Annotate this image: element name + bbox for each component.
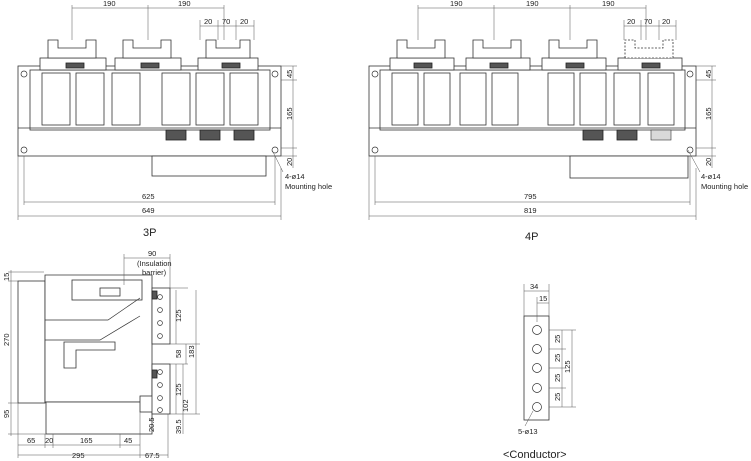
dim-side-45: 45 [124,436,132,445]
dim-4p-w795: 795 [524,192,537,201]
side-base [45,401,153,435]
dim-4p-w819: 819 [524,206,537,215]
view-side: 90 (Insulation barrier) 15 270 95 125 58… [2,249,200,460]
dim-side-125b: 125 [174,383,183,396]
lower-body-3p [151,155,267,177]
mounting-holes-4p [371,70,694,154]
dims-bottom-4p: 795 819 [368,156,697,220]
note-cond-holes: 5-ø13 [518,427,538,436]
dim-3p-pitch1: 190 [103,0,116,8]
dim-side-67-5: 67.5 [145,451,160,460]
note-4p-mounting: Mounting hole [701,182,748,191]
dim-side-90: 90 [148,249,156,258]
dim-side-165: 165 [80,436,93,445]
dim-3p-w649: 649 [142,206,155,215]
dims-right-3p: 45 165 20 4-ø14 Mounting hole [271,65,332,191]
label-barrier-2: barrier) [142,268,167,277]
dim-cond-34: 34 [530,282,538,291]
caption-conductor: <Conductor> [503,449,567,461]
dim-side-95: 95 [2,410,11,418]
dim-side-58: 58 [174,350,183,358]
side-terminals [151,287,171,415]
dim-3p-pitch2: 190 [178,0,191,8]
dim-side-39-5: 39.5 [174,419,183,434]
dim-3p-w20b: 20 [240,17,248,26]
dim-side-20-5: 20.5 [147,417,156,432]
caption-3p: 3P [143,227,156,239]
terminals-3p [39,39,259,71]
label-barrier-1: (Insulation [137,259,172,268]
dim-side-125a: 125 [174,309,183,322]
dim-cond-125: 125 [563,360,572,373]
view-conductor: 34 15 25 25 25 25 125 5-ø13 <Conductor> [503,282,576,461]
dim-cond-25d: 25 [553,393,562,401]
dim-cond-25c: 25 [553,374,562,382]
dim-4p-h165: 165 [704,107,713,120]
dim-side-295: 295 [72,451,85,460]
dims-top-3p: 190 190 20 70 20 [71,0,255,40]
dim-4p-w20a: 20 [627,17,635,26]
dim-4p-h20: 20 [704,158,713,166]
dim-4p-h45: 45 [704,70,713,78]
dim-side-65: 65 [27,436,35,445]
dim-4p-w70: 70 [644,17,652,26]
dim-3p-h165: 165 [285,107,294,120]
dim-4p-pitch1: 190 [450,0,463,8]
terminals-4p [389,39,683,71]
dim-side-15: 15 [2,273,11,281]
caption-4p: 4P [525,231,538,243]
conductor-bar [523,315,550,421]
modules-4p [391,72,675,141]
dim-4p-pitch3: 190 [602,0,615,8]
side-front-plate [17,280,46,404]
lower-body-4p [569,155,689,179]
dims-right-4p: 45 165 20 4-ø14 Mounting hole [687,65,748,191]
dim-side-270: 270 [2,333,11,346]
note-3p-holes: 4-ø14 [285,172,305,181]
note-3p-mounting: Mounting hole [285,182,332,191]
view-3p: 190 190 20 70 20 45 165 20 4-ø14 Mountin… [17,0,332,239]
modules-3p [41,72,259,141]
dims-top-4p: 190 190 190 20 70 20 [417,0,677,40]
note-4p-holes: 4-ø14 [701,172,721,181]
dim-cond-15: 15 [539,294,547,303]
dims-bottom-3p: 625 649 [17,156,282,220]
dim-3p-w20a: 20 [204,17,212,26]
dim-side-183: 183 [187,345,196,358]
dim-4p-w20b: 20 [662,17,670,26]
dim-3p-w625: 625 [142,192,155,201]
dim-3p-h20: 20 [285,158,294,166]
dim-3p-w70: 70 [222,17,230,26]
view-4p: 190 190 190 20 70 20 45 165 20 4-ø14 Mou… [368,0,748,243]
dim-side-20: 20 [45,436,53,445]
dim-cond-25b: 25 [553,354,562,362]
dim-cond-25a: 25 [553,335,562,343]
dim-3p-h45: 45 [285,70,294,78]
dim-side-102: 102 [181,399,190,412]
dim-4p-pitch2: 190 [526,0,539,8]
